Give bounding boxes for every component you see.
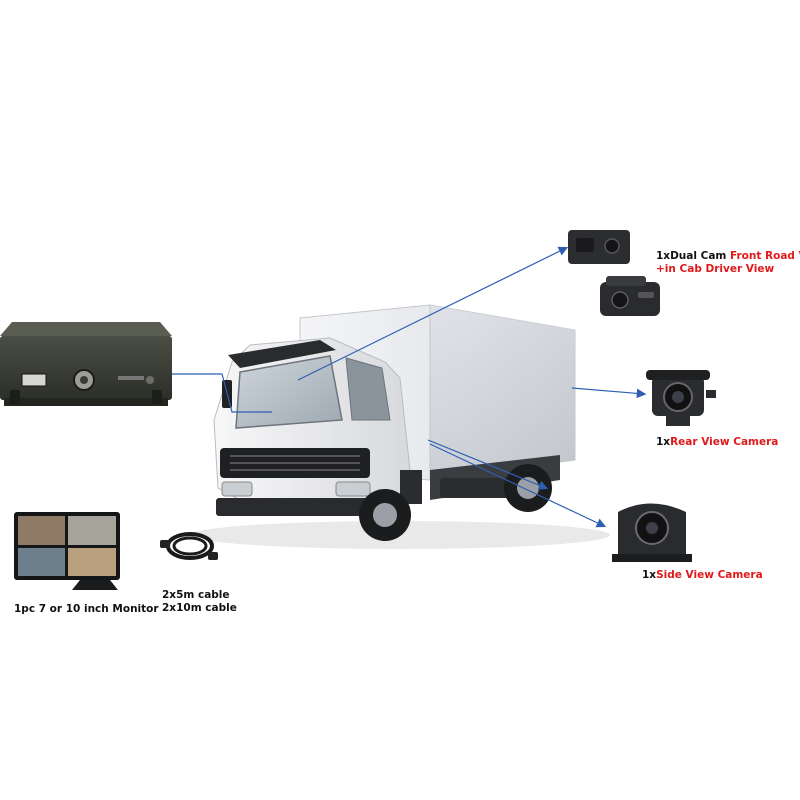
monitor-label: 1pc 7 or 10 inch Monitor (14, 603, 159, 616)
arrow-to-dual-cam (297, 246, 569, 381)
cable-10m-text: 2x10m cable (162, 602, 237, 614)
side-camera-label: 1xSide View Camera (642, 569, 763, 582)
cable-5m-text: 2x5m cable (162, 589, 230, 601)
monitor-icon (14, 512, 120, 590)
rear-camera-label: 1xRear View Camera (656, 436, 778, 449)
cable-label: 2x5m cable 2x10m cable (162, 589, 237, 615)
side-camera-prefix: 1x (642, 569, 657, 581)
arrow-to-rear-cam (571, 387, 647, 399)
dual-cam-label: 1xDual Cam Front Road View +in Cab Drive… (656, 250, 800, 276)
rear-camera-name: Rear View Camera (670, 436, 779, 448)
cable-icon (160, 532, 218, 560)
connection-arrows (172, 246, 647, 528)
dual-cam-cab-view: +in Cab Driver View (656, 263, 775, 275)
rear-camera-icon (646, 370, 716, 426)
monitor-text: 1pc 7 or 10 inch Monitor (14, 603, 159, 615)
side-camera-name: Side View Camera (656, 569, 763, 581)
side-camera-icon (612, 503, 692, 562)
truck-icon (190, 304, 610, 549)
mobile-dvr-icon (0, 322, 172, 406)
arrow-to-side-cam-2 (429, 443, 607, 528)
dual-cam-icon (568, 230, 660, 316)
arrow-to-side-cam-1 (427, 439, 549, 490)
dual-cam-prefix: 1xDual Cam (656, 250, 727, 262)
dual-cam-front-view: Front Road View (730, 250, 800, 262)
rear-camera-prefix: 1x (656, 436, 671, 448)
dvr-to-cab-line (172, 373, 272, 413)
